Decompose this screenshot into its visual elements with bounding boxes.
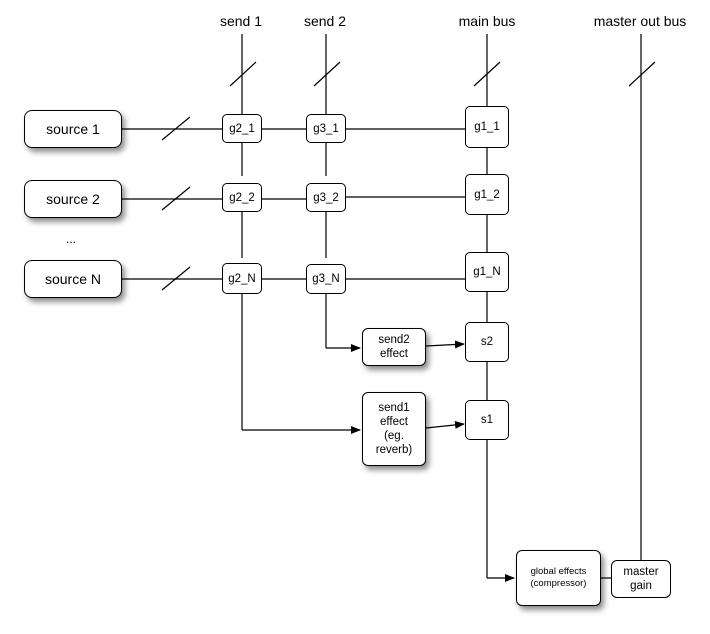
node-g3-2: g3_2 [306, 183, 346, 212]
node-g2-1: g2_1 [222, 114, 262, 143]
node-g1-1: g1_1 [465, 106, 509, 148]
sources-ellipsis: ... [66, 232, 77, 246]
source-1-box: source 1 [24, 110, 122, 148]
master-out-bus-header: master out bus [593, 13, 687, 29]
node-g2-2: g2_2 [222, 183, 262, 212]
send1-effect-line1: send1 [378, 402, 410, 414]
send1-effect-box: send1 effect (eg. reverb) [362, 392, 426, 466]
node-g1-n: g1_N [465, 252, 509, 292]
main-bus-header: main bus [458, 13, 516, 29]
send1-header: send 1 [219, 13, 263, 29]
source-2-box: source 2 [24, 180, 122, 218]
global-effects-line2: (compressor) [530, 578, 587, 589]
global-effects-line1: global effects [530, 566, 587, 577]
send2-effect-line1: send2 [378, 334, 410, 346]
master-gain-box: master gain [611, 560, 671, 598]
send2-effect-line2: effect [380, 348, 408, 360]
global-effects-box: global effects (compressor) [516, 550, 601, 606]
master-gain-line1: master [623, 566, 659, 578]
send2-effect-box: send2 effect [362, 328, 426, 366]
node-s1: s1 [465, 400, 509, 440]
send1-effect-line3: (eg. [384, 430, 404, 442]
node-g2-n: g2_N [222, 263, 262, 294]
send1effect-to-s1 [425, 420, 465, 429]
send1-effect-line4: reverb) [375, 444, 413, 456]
send1-effect-line2: effect [380, 416, 408, 428]
node-g3-1: g3_1 [306, 114, 346, 143]
source-n-box: source N [24, 260, 122, 298]
node-g3-n: g3_N [306, 264, 346, 294]
send2effect-to-s2 [425, 340, 465, 349]
master-gain-line2: gain [630, 580, 652, 592]
node-s2: s2 [465, 322, 509, 362]
node-g1-2: g1_2 [465, 174, 509, 215]
send2-header: send 2 [303, 13, 347, 29]
